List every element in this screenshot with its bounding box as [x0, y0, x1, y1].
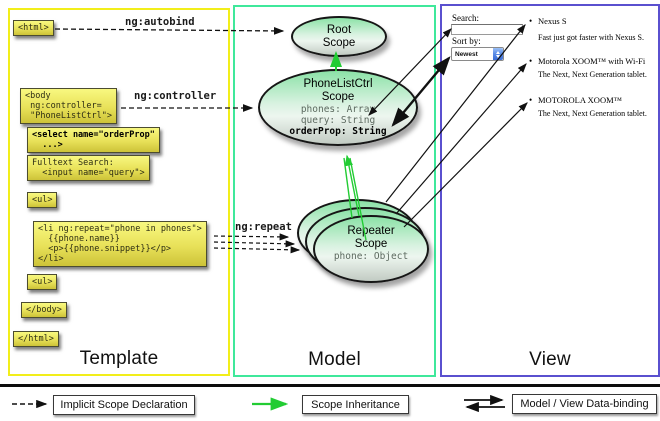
- phone-item-name: Motorola XOOM™ with Wi-Fi: [538, 56, 646, 66]
- model-column: Model: [233, 5, 436, 377]
- bullet-icon: •: [529, 56, 533, 66]
- view-column-label: View: [529, 349, 571, 370]
- repeater-scope-title: Repeater Scope: [347, 225, 395, 250]
- code-fulltext-search: Fulltext Search: <input name="query">: [27, 155, 150, 181]
- legend-separator-line: [0, 384, 660, 387]
- phonelistctrl-scope-props: phones: Array query: String: [300, 104, 376, 126]
- search-label: Search:: [452, 13, 479, 23]
- phone-item-name: Nexus S: [538, 16, 567, 26]
- repeater-scope-ellipse: Repeater Scope phone: Object: [313, 215, 429, 283]
- legend-data-binding: Model / View Data-binding: [512, 394, 657, 414]
- phonelistctrl-scope-ellipse: PhoneListCtrl Scope phones: Array query:…: [258, 69, 418, 146]
- bullet-icon: •: [529, 95, 533, 105]
- phone-item-desc: Fast just got faster with Nexus S.: [538, 33, 644, 42]
- root-scope-ellipse: Root Scope: [291, 16, 387, 57]
- template-column-label: Template: [79, 348, 159, 369]
- model-column-label: Model: [308, 349, 361, 370]
- sort-by-label: Sort by:: [452, 36, 481, 46]
- phone-item-desc: The Next, Next Generation tablet.: [538, 109, 647, 118]
- legend-implicit-scope: Implicit Scope Declaration: [53, 395, 195, 415]
- code-ul-open: <ul>: [27, 192, 58, 208]
- template-column: Template: [8, 8, 230, 376]
- repeat-label: ng:repeat: [235, 221, 292, 233]
- autobind-label: ng:autobind: [125, 16, 195, 28]
- repeater-scope-prop: phone: Object: [333, 251, 409, 262]
- select-stepper-icon: [493, 48, 503, 60]
- sort-by-select[interactable]: Newest: [451, 47, 504, 61]
- phonelistctrl-orderprop: orderProp: String: [289, 126, 387, 137]
- sort-by-selected-value: Newest: [455, 50, 478, 58]
- code-body-close: </body>: [21, 302, 67, 318]
- phonelistctrl-scope-title: PhoneListCtrl Scope: [303, 78, 373, 103]
- legend-scope-inheritance: Scope Inheritance: [302, 395, 409, 414]
- root-scope-title: Root Scope: [322, 24, 356, 49]
- code-html-close: </html>: [13, 331, 59, 347]
- code-ul-close: <ul>: [27, 274, 58, 290]
- phone-item-desc: The Next, Next Generation tablet.: [538, 70, 647, 79]
- code-html-open: <html>: [13, 20, 54, 36]
- code-li-repeat: <li ng:repeat="phone in phones"> {{phone…: [33, 221, 207, 267]
- code-select-orderprop: <select name="orderProp" ...>: [27, 127, 160, 153]
- code-body-open: <body ng:controller= "PhoneListCtrl">: [20, 88, 117, 124]
- phone-item-name: MOTOROLA XOOM™: [538, 95, 622, 105]
- controller-label: ng:controller: [134, 90, 217, 102]
- search-input[interactable]: [451, 24, 523, 35]
- bullet-icon: •: [529, 16, 533, 26]
